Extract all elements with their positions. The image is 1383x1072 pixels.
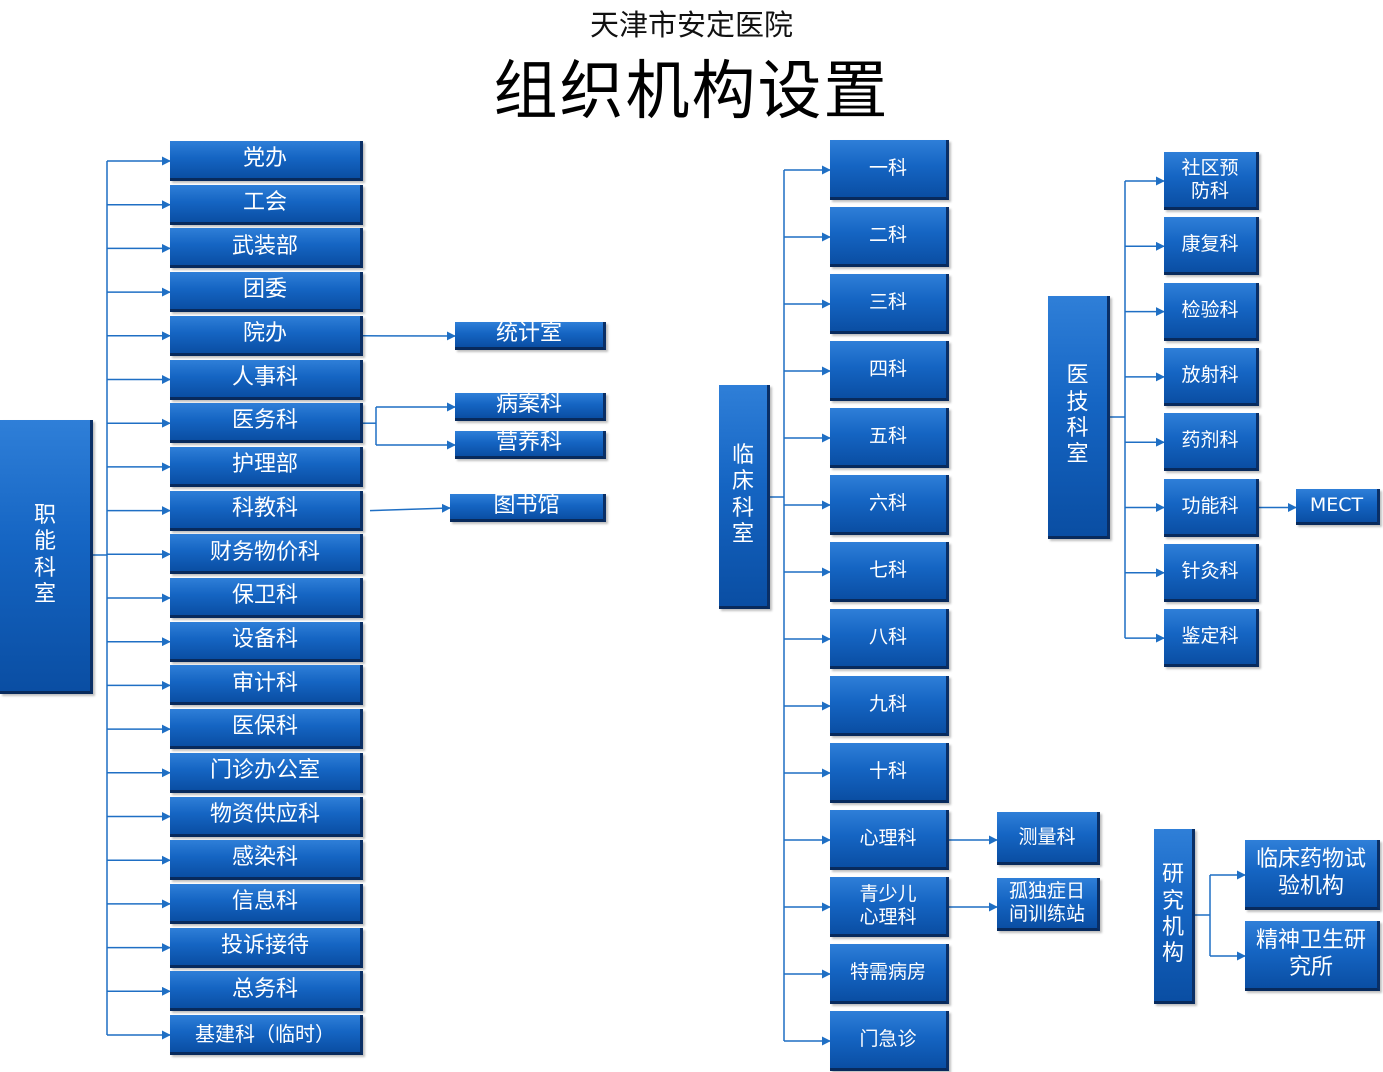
functional-item: 医务科 [170,403,363,444]
functional-item: 总务科 [170,971,363,1012]
clinical-sub-item: 测量科 [997,812,1100,865]
functional-item: 信息科 [170,883,363,924]
medtech-item: 功能科 [1164,478,1259,537]
medtech-dept-label: 医技科室 [1048,296,1110,539]
medtech-item: 针灸科 [1164,543,1259,602]
clinical-item: 青少儿心理科 [830,877,949,937]
functional-item: 门诊办公室 [170,752,363,793]
medtech-item: 康复科 [1164,217,1259,276]
clinical-item: 七科 [830,542,949,602]
functional-item: 武装部 [170,228,363,269]
clinical-item: 六科 [830,475,949,535]
functional-item: 感染科 [170,840,363,881]
clinical-item: 二科 [830,207,949,267]
medtech-item: 检验科 [1164,282,1259,341]
research-item: 临床药物试验机构 [1245,840,1380,910]
functional-item: 审计科 [170,665,363,706]
clinical-item: 四科 [830,341,949,401]
functional-sub-item: 统计室 [455,321,606,350]
medtech-item: 鉴定科 [1164,609,1259,668]
research-item: 精神卫生研究所 [1245,921,1380,991]
clinical-item: 特需病房 [830,944,949,1004]
clinical-item: 一科 [830,140,949,200]
clinical-item: 八科 [830,609,949,669]
clinical-item: 九科 [830,676,949,736]
functional-sub-item: 营养科 [455,430,606,459]
functional-item: 设备科 [170,621,363,662]
clinical-dept-label: 临床科室 [719,385,770,609]
functional-item: 物资供应科 [170,796,363,837]
functional-item: 院办 [170,315,363,356]
medtech-item: 药剂科 [1164,413,1259,472]
functional-item: 人事科 [170,359,363,400]
hospital-name: 天津市安定医院 [589,8,793,42]
clinical-item: 心理科 [830,810,949,870]
clinical-item: 十科 [830,743,949,803]
research-dept-label: 研究机构 [1154,829,1195,1004]
functional-item: 投诉接待 [170,927,363,968]
medtech-item: 放射科 [1164,347,1259,406]
functional-sub-item: 病案科 [455,392,606,421]
clinical-item: 门急诊 [830,1011,949,1071]
functional-item: 工会 [170,184,363,225]
functional-item: 科教科 [170,490,363,531]
functional-sub-item: 图书馆 [450,493,606,522]
page-title: 组织机构设置 [493,55,890,129]
functional-item: 护理部 [170,446,363,487]
functional-item: 保卫科 [170,578,363,618]
functional-item: 基建科（临时） [170,1015,363,1055]
clinical-item: 三科 [830,274,949,334]
functional-item: 医保科 [170,709,363,750]
medtech-item: 社区预防科 [1164,152,1259,210]
functional-item: 财务物价科 [170,534,363,575]
functional-item: 党办 [170,141,363,181]
functional-dept-label: 职能科室 [0,420,93,694]
clinical-item: 五科 [830,408,949,468]
functional-item: 团委 [170,272,363,313]
clinical-sub-item: 孤独症日间训练站 [997,878,1100,931]
medtech-sub-item: MECT [1296,489,1380,525]
